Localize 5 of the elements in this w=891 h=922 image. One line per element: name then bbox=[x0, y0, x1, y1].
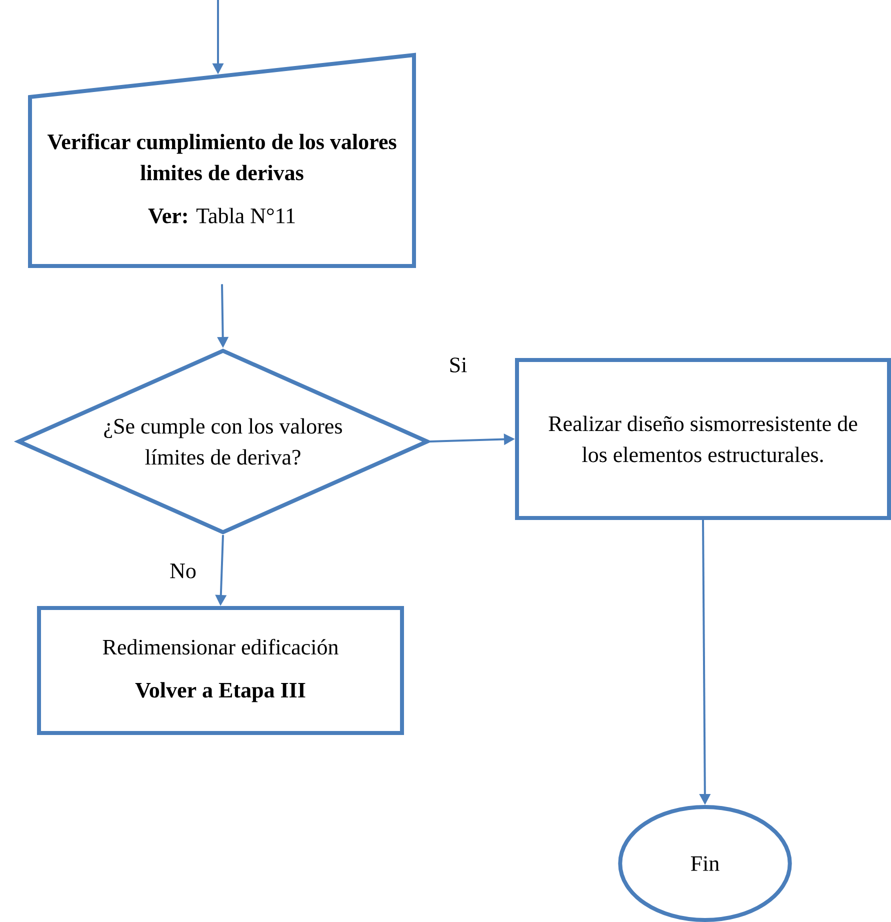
process-box: Realizar diseño sismorresistente de los elementos estructurales. bbox=[515, 358, 891, 520]
edge-label: No bbox=[168, 562, 198, 580]
process-box: Redimensionar edificación Volver a Etapa III bbox=[37, 606, 404, 735]
input-box: Verificar cumplimiento de los valores limites de derivas Ver: Tabla N°11 bbox=[28, 52, 416, 268]
edge-label: Si bbox=[448, 356, 468, 374]
